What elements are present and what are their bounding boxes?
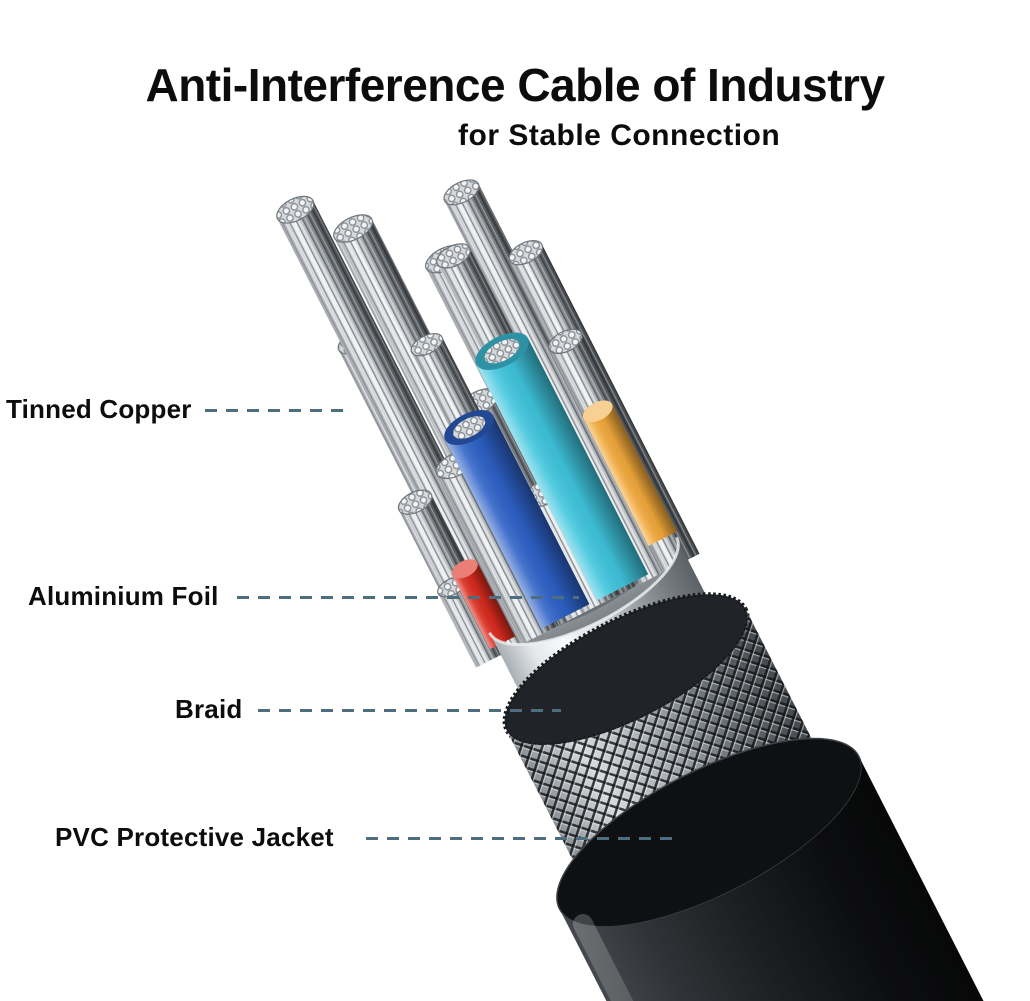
label-aluminium-foil: Aluminium Foil (28, 581, 219, 611)
pvc-jacket-graphic (556, 737, 1030, 1001)
leader-line-braid (258, 709, 561, 712)
label-braid: Braid (175, 694, 243, 724)
leader-line-pvc-protective-jacket (366, 837, 673, 840)
label-pvc-protective-jacket: PVC Protective Jacket (55, 822, 334, 852)
wire-bundle (437, 576, 503, 668)
insulated-wire-orange (582, 400, 677, 547)
wire-bundle (276, 195, 536, 656)
label-tinned-copper: Tinned Copper (6, 394, 192, 424)
page-subtitle: for Stable Connection (458, 119, 781, 152)
wire-bundle (443, 179, 674, 585)
insulated-wire-red (451, 559, 515, 650)
leader-line-aluminium-foil (237, 596, 579, 599)
page-title: Anti-Interference Cable of Industry (145, 59, 885, 111)
leader-line-tinned-copper (205, 409, 349, 412)
insulated-wire-cyan (475, 332, 649, 601)
insulated-wire-blue (444, 410, 590, 629)
